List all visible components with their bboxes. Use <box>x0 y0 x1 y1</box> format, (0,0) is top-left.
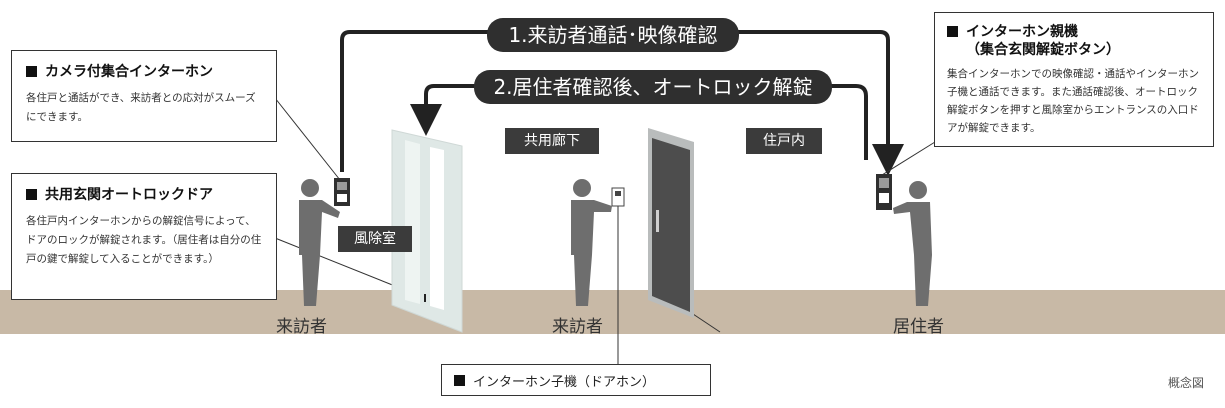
callout-body: 集合インターホンでの映像確認・通話やインターホン子機と通話できます。また通話確認… <box>947 68 1199 134</box>
callout-camera-intercom: カメラ付集合インターホン 各住戸と通話ができ、来訪者との応対がスムーズにできます… <box>11 50 277 142</box>
conceptual-diagram-note: 概念図 <box>1168 376 1205 390</box>
square-bullet-icon <box>26 66 37 77</box>
label-resident: 居住者 <box>893 317 944 337</box>
visitor-center-figure <box>571 179 612 306</box>
room-dwelling: 住戸内 <box>746 128 822 154</box>
resident-figure <box>893 181 932 306</box>
callout-master-unit: インターホン親機 （集合玄関解錠ボタン） 集合インターホンでの映像確認・通話やイ… <box>934 12 1214 147</box>
callout-autolock-door: 共用玄関オートロックドア 各住戸内インターホンからの解錠信号によって、ドアのロッ… <box>11 173 277 300</box>
callout-title: インターホン子機（ドアホン） <box>473 374 656 390</box>
square-bullet-icon <box>26 189 37 200</box>
callout-title-line2: （集合玄関解錠ボタン） <box>966 42 1120 58</box>
room-corridor: 共用廊下 <box>505 128 599 154</box>
leader-camera-intercom <box>274 97 341 181</box>
room-windbreak: 風除室 <box>338 226 412 252</box>
callout-body: 各住戸内インターホンからの解錠信号によって、ドアのロックが解錠されます。（居住者… <box>26 215 262 265</box>
square-bullet-icon <box>454 374 465 386</box>
square-bullet-icon <box>947 26 958 37</box>
leader-master-unit <box>881 141 936 176</box>
door-unit-panel <box>611 187 625 207</box>
visitor-left-figure <box>299 179 340 306</box>
callout-title-line1: インターホン親機 <box>966 24 1078 40</box>
callout-title: カメラ付集合インターホン <box>45 64 213 80</box>
callout-body: 各住戸と通話ができ、来訪者との応対がスムーズにできます。 <box>26 92 256 123</box>
step2-label: 2.居住者確認後、オートロック解錠 <box>474 70 832 104</box>
callout-door-unit: インターホン子機（ドアホン） <box>441 364 711 396</box>
label-visitor-left: 来訪者 <box>276 317 327 337</box>
callout-title: 共用玄関オートロックドア <box>45 187 213 203</box>
leader-partition <box>689 311 721 333</box>
step1-label: 1.来訪者通話･映像確認 <box>487 18 739 52</box>
label-visitor-center: 来訪者 <box>552 317 603 337</box>
